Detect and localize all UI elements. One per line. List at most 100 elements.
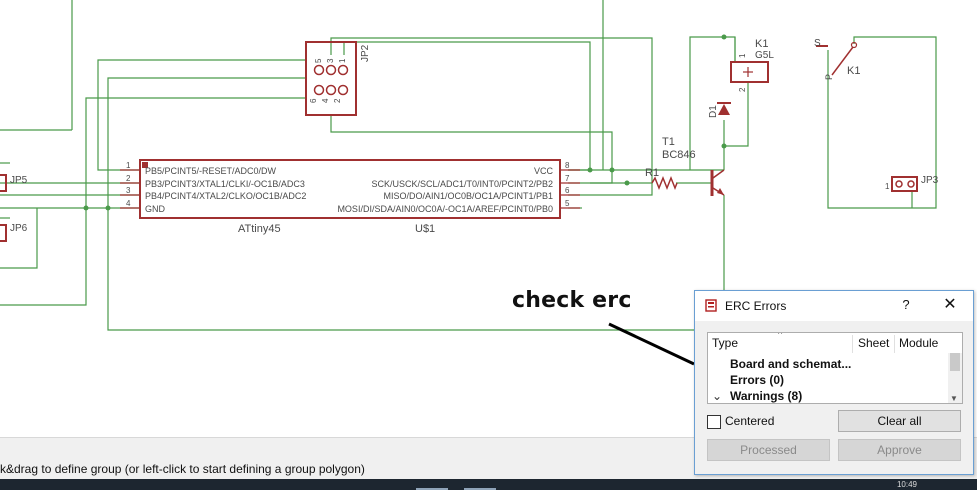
k1-coil-value: G5L — [755, 50, 774, 61]
column-separator — [852, 335, 853, 353]
chip-attiny45[interactable]: 1 2 3 4 8 7 6 5 PB5/PCINT5/-RESET/ADC0/D… — [120, 159, 580, 235]
jp3-body — [891, 176, 918, 192]
column-header-module[interactable]: Module — [899, 336, 939, 350]
clear-all-button[interactable]: Clear all — [838, 410, 961, 432]
dialog-title: ERC Errors — [725, 299, 787, 313]
tree-row-board-schematic[interactable]: Board and schemat... — [730, 357, 852, 371]
jp2-pin-label: 2 — [333, 98, 342, 103]
chip-pin-label: SCK/USCK/SCL/ADC1/T0/INT0/PCINT2/PB2 — [371, 179, 553, 189]
chip-pin-label: MOSI/DI/SDA/AIN0/OC0A/-OC1A/AREF/PCINT0/… — [337, 204, 553, 214]
chip-left-pin-1-num: 1 — [126, 161, 131, 170]
schematic-drawing[interactable]: 1 2 3 4 8 7 6 5 PB5/PCINT5/-RESET/ADC0/D… — [0, 0, 977, 437]
taskbar-app[interactable] — [412, 479, 452, 490]
tree-row-errors[interactable]: Errors (0) — [730, 373, 785, 387]
k1-coil-pin: 2 — [738, 87, 747, 92]
transistor-t1[interactable]: T1 BC846 — [662, 136, 725, 196]
jp2-pads — [313, 64, 349, 96]
jp2-name: JP2 — [360, 44, 371, 62]
jp2-pin-label: 5 — [314, 58, 323, 63]
connector-jp6[interactable]: JP6 — [0, 223, 28, 242]
jp3-pad — [895, 180, 903, 188]
k1-coil-pin: 1 — [738, 53, 747, 58]
tree-row-warnings[interactable]: Warnings (8) — [730, 389, 803, 403]
chip-pin-label: PB3/PCINT3/XTAL1/CLKI/-OC1B/ADC3 — [145, 179, 305, 189]
k1-switch-pivot — [850, 41, 858, 49]
centered-label: Centered — [725, 414, 775, 428]
close-button[interactable]: ✕ — [943, 296, 957, 313]
processed-button[interactable]: Processed — [707, 439, 830, 461]
chip-left-pin-2-num: 2 — [126, 174, 131, 183]
jp6-name: JP6 — [10, 223, 28, 234]
erc-errors-dialog[interactable]: ERC Errors ? ✕ ^ Type Sheet Module Board… — [694, 290, 974, 475]
d1-symbol — [718, 104, 730, 115]
chip-left-pin-3-num: 3 — [126, 186, 131, 195]
help-button[interactable]: ? — [902, 297, 910, 312]
chip-value: U$1 — [415, 223, 435, 235]
relay-k1-coil[interactable]: K1 G5L 1 2 — [730, 38, 774, 92]
chip-body — [139, 159, 561, 219]
k1-switch-arm — [831, 46, 854, 76]
taskbar: 10:49 — [0, 479, 977, 490]
jp5-name: JP5 — [10, 175, 28, 186]
resistor-r1[interactable]: R1 — [645, 167, 678, 191]
r1-name: R1 — [645, 167, 659, 179]
erc-tree-view[interactable]: ^ Type Sheet Module Board and schemat...… — [707, 332, 963, 404]
connector-jp3[interactable]: 1 JP3 — [885, 175, 939, 192]
chip-pin-label: PB4/PCINT4/XTAL2/CLKO/OC1B/ADC2 — [145, 191, 306, 201]
t1-collector — [712, 169, 725, 179]
jp2-pin-label: 3 — [326, 58, 335, 63]
chip-pin-label: MISO/DO/AIN1/OC0B/OC1A/PCINT1/PB1 — [383, 191, 553, 201]
annotation-arrow — [608, 322, 695, 366]
t1-value: BC846 — [662, 149, 696, 161]
dialog-titlebar[interactable]: ERC Errors ? ✕ — [695, 291, 973, 321]
connector-jp5[interactable]: JP5 — [0, 174, 28, 192]
wire-junctions — [83, 34, 727, 211]
chip-pin-lines — [120, 169, 580, 209]
jp6-body — [0, 224, 7, 242]
taskbar-clock: 10:49 — [896, 480, 917, 489]
expand-chevron-icon[interactable]: ⌄ — [712, 389, 723, 403]
chip-pin-label: PB5/PCINT5/-RESET/ADC0/DW — [145, 166, 277, 176]
jp2-pin-label: 4 — [321, 98, 330, 103]
column-header-type[interactable]: Type — [712, 336, 739, 350]
jp5-body — [0, 174, 7, 192]
column-separator — [894, 335, 895, 353]
sort-caret-icon: ^ — [778, 332, 783, 339]
connector-jp2[interactable]: 5 3 1 6 4 2 JP2 — [305, 41, 371, 116]
jp3-pad — [907, 180, 915, 188]
chip-name: ATtiny45 — [238, 223, 281, 235]
scrollbar-thumb[interactable] — [950, 353, 960, 371]
schematic-canvas[interactable]: 1 2 3 4 8 7 6 5 PB5/PCINT5/-RESET/ADC0/D… — [0, 0, 977, 437]
erc-app-icon — [705, 299, 717, 312]
jp3-name: JP3 — [921, 175, 939, 186]
tree-vertical-scrollbar[interactable]: ▼ — [948, 353, 962, 403]
chip-pin1-marker — [142, 162, 148, 168]
jp2-body — [305, 41, 357, 116]
chip-right-pin-6-num: 6 — [565, 186, 570, 195]
jp2-pin-label: 1 — [338, 58, 347, 63]
chip-pin-label: VCC — [534, 166, 554, 176]
d1-name: D1 — [708, 105, 719, 118]
annotation-text: check erc — [512, 288, 632, 313]
t1-name: T1 — [662, 136, 675, 148]
diode-d1[interactable]: D1 — [708, 102, 731, 118]
k1-switch-s: S — [814, 38, 821, 49]
column-header-sheet[interactable]: Sheet — [858, 336, 890, 350]
chip-right-pin-8-num: 8 — [565, 161, 570, 170]
scroll-down-arrow-icon[interactable]: ▼ — [950, 394, 958, 403]
k1-coil-body — [730, 61, 769, 83]
chip-pin-label: GND — [145, 204, 166, 214]
chip-right-pin-7-num: 7 — [565, 174, 570, 183]
relay-k1-switch[interactable]: S P K1 — [814, 38, 860, 80]
approve-button[interactable]: Approve — [838, 439, 961, 461]
centered-checkbox[interactable] — [707, 415, 721, 429]
chip-left-pin-4-num: 4 — [126, 199, 131, 208]
wires — [0, 0, 937, 331]
k1-switch-name: K1 — [847, 65, 860, 77]
chip-right-pin-5-num: 5 — [565, 199, 570, 208]
jp2-pin-label: 6 — [309, 98, 318, 103]
taskbar-app[interactable] — [460, 479, 500, 490]
jp3-pin-1: 1 — [885, 182, 890, 191]
r1-symbol — [651, 175, 678, 191]
t1-arrow — [717, 188, 724, 195]
